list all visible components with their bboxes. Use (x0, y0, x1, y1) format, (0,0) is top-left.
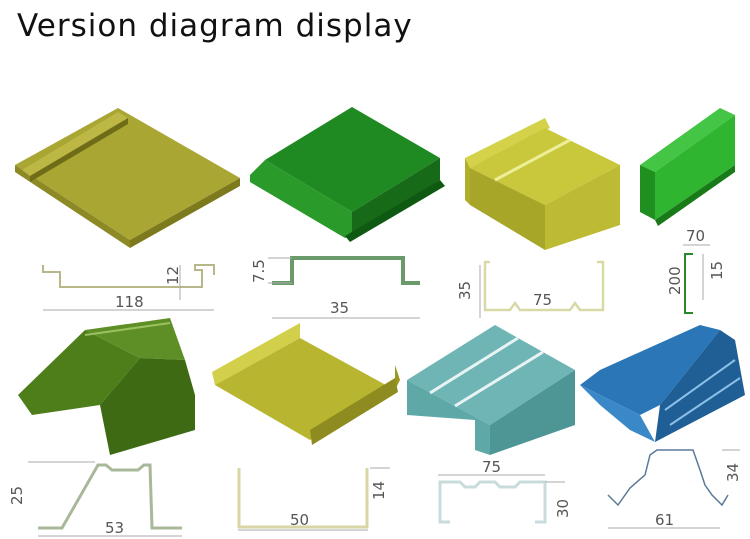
profile-6-section: 50 14 (237, 467, 390, 531)
width-label: 35 (330, 299, 349, 317)
profile-3-section: 75 35 (456, 260, 605, 318)
profile-7-section: 75 30 (438, 458, 572, 524)
profile-7-3d-model (407, 325, 575, 455)
profile-4-section: 70 200 15 (666, 227, 726, 314)
height-label: 34 (724, 463, 742, 482)
width-label: 118 (115, 293, 144, 311)
width-label: 53 (105, 519, 124, 537)
profile-8-3d-model (580, 325, 745, 442)
height-label: 35 (456, 281, 474, 300)
height-label: 7.5 (250, 259, 268, 283)
profile-3-3d-model (465, 118, 620, 250)
profile-2-3d-model (250, 107, 445, 242)
profile-4-3d-model (640, 108, 735, 226)
profile-1-section: 118 12 (42, 264, 215, 311)
height-label: 25 (8, 486, 26, 505)
width-label: 75 (533, 291, 552, 309)
width-label: 50 (290, 511, 309, 529)
width-label: 70 (686, 227, 705, 245)
profile-5-section: 53 25 (8, 461, 182, 537)
page-title: Version diagram display (17, 8, 413, 44)
lip-label: 15 (708, 261, 726, 280)
profile-8-section: 61 34 (607, 449, 742, 529)
width-label: 61 (655, 511, 674, 529)
height-label: 30 (554, 499, 572, 518)
profile-6-3d-model (212, 323, 400, 445)
height-label: 200 (666, 266, 684, 295)
profile-2-section: 35 7.5 (250, 256, 420, 319)
profile-1-3d-model (15, 108, 240, 248)
height-label: 12 (164, 266, 182, 285)
profile-5-3d-model (18, 318, 195, 455)
width-label: 75 (482, 458, 501, 476)
height-label: 14 (370, 481, 388, 500)
